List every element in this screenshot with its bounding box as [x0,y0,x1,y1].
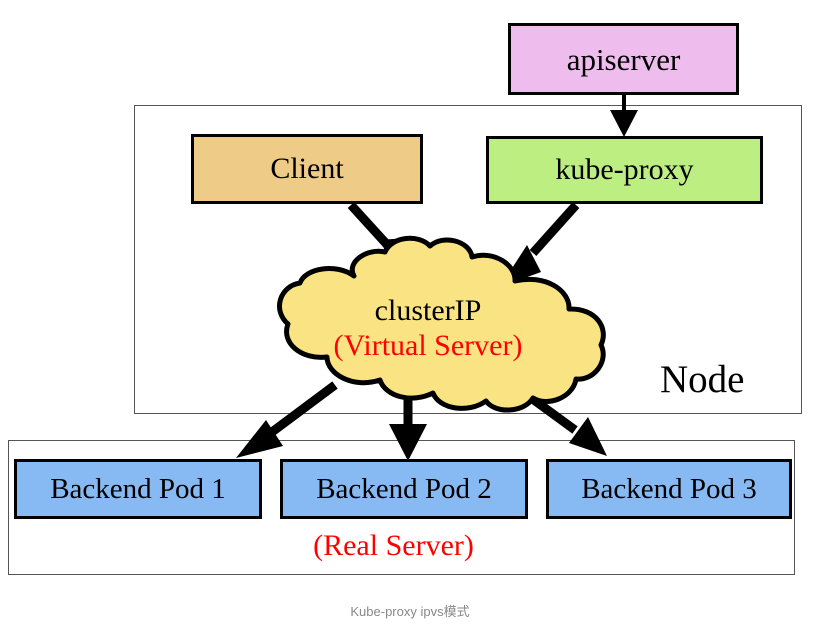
backend-pod-1-box[interactable]: Backend Pod 1 [14,459,262,519]
apiserver-label: apiserver [566,41,681,77]
client-label: Client [270,152,344,185]
edge-clusterip-to-pod1 [236,381,338,458]
node-container [134,105,802,414]
apiserver-box[interactable]: apiserver [508,23,739,95]
diagram-caption: Kube-proxy ipvs模式 [350,604,470,619]
real-server-label: (Real Server) [313,529,474,562]
backend-pod-1-label: Backend Pod 1 [50,472,226,505]
backend-pod-3-box[interactable]: Backend Pod 3 [546,459,792,519]
kube-proxy-label: kube-proxy [555,153,694,186]
backend-pod-2-label: Backend Pod 2 [316,472,492,505]
edge-apiserver-to-kubeproxy [610,95,638,137]
kube-proxy-box[interactable]: kube-proxy [486,136,763,204]
client-box[interactable]: Client [191,134,423,204]
backend-pod-3-label: Backend Pod 3 [581,472,757,505]
clusterip-cloud-shape [277,235,606,413]
node-label: Node [660,358,745,401]
backend-pod-2-box[interactable]: Backend Pod 2 [280,459,528,519]
